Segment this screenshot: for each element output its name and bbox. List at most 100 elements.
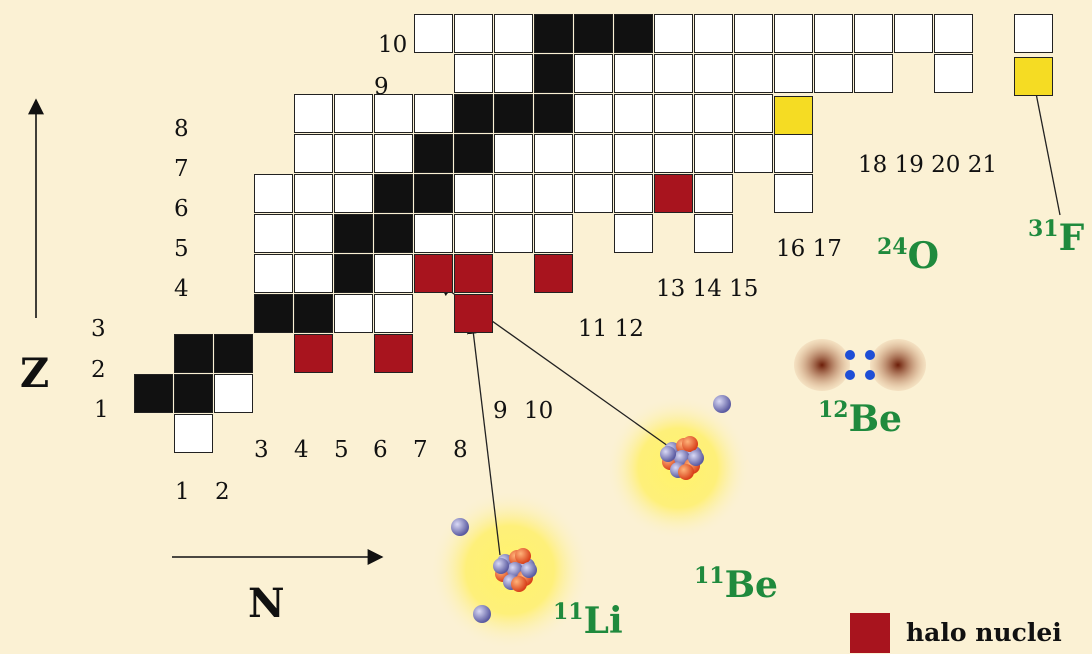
nuclide-cell-stable <box>534 94 573 133</box>
isotope-f31: 31F <box>1028 218 1084 256</box>
isotope-be12: 12Be <box>818 399 902 437</box>
nuclide-cell-unstable <box>854 14 893 53</box>
n-label-13-15: 13 14 15 <box>656 276 759 302</box>
be11-nucleus-nucleon <box>688 450 704 466</box>
legend-halo-label: halo nuclei <box>906 618 1062 647</box>
nuclide-cell-unstable <box>334 294 373 333</box>
nuclide-cell-unstable <box>294 214 333 253</box>
nuclide-cell-unstable <box>734 94 773 133</box>
nuclide-cell-unstable <box>614 94 653 133</box>
nuclide-cell-unstable <box>294 94 333 133</box>
li11-nucleus-nucleon <box>511 576 527 592</box>
be12-nucleon-dot <box>865 370 875 380</box>
n-label-11-12: 11 12 <box>578 316 644 342</box>
nuclide-cell-unstable <box>614 54 653 93</box>
nuclide-cell-unstable <box>214 374 253 413</box>
nuclide-cell-unstable <box>254 174 293 213</box>
be11-nucleus-nucleon <box>682 436 698 452</box>
li11-halo-neutron <box>473 605 491 623</box>
nuclide-cell-unstable <box>334 94 373 133</box>
z-label-4: 4 <box>174 276 189 302</box>
nuclide-cell-stable <box>254 294 293 333</box>
nuclide-cell-unstable <box>174 414 213 453</box>
nuclide-cell-unstable <box>494 134 533 173</box>
nuclide-cell-halo <box>454 254 493 293</box>
nuclide-cell-unstable <box>454 54 493 93</box>
n-label-5: 5 <box>334 437 349 463</box>
nuclide-cell-unstable <box>414 14 453 53</box>
nuclide-cell-unstable <box>454 214 493 253</box>
isotope-li11-mass: 11 <box>553 599 584 625</box>
nuclide-cell-unstable <box>574 174 613 213</box>
nuclide-cell-unstable <box>1014 14 1053 53</box>
nuclide-cell-unstable <box>694 214 733 253</box>
nuclide-cell-stable <box>334 254 373 293</box>
nuclide-cell-unstable <box>254 214 293 253</box>
nuclide-cell-unstable <box>694 174 733 213</box>
be12-lobe-left <box>794 339 850 391</box>
nuclide-cell-highlight <box>1014 57 1053 96</box>
nuclide-cell-stable <box>534 54 573 93</box>
nuclide-cell-unstable <box>334 134 373 173</box>
nuclide-cell-unstable <box>734 54 773 93</box>
n-label-18-21: 18 19 20 21 <box>858 152 997 178</box>
nuclide-cell-unstable <box>694 14 733 53</box>
n-label-6: 6 <box>373 437 388 463</box>
li11-nucleus-nucleon <box>493 558 509 574</box>
legend-halo-swatch <box>850 613 890 653</box>
nuclide-cell-unstable <box>814 14 853 53</box>
nuclide-cell-stable <box>374 174 413 213</box>
nuclide-cell-unstable <box>414 94 453 133</box>
nuclide-cell-unstable <box>774 54 813 93</box>
nuclide-cell-unstable <box>694 54 733 93</box>
li11-nucleus-nucleon <box>515 548 531 564</box>
z-label-1: 1 <box>94 397 109 423</box>
nuclide-cell-unstable <box>534 134 573 173</box>
n-label-7: 7 <box>413 437 428 463</box>
nuclide-cell-unstable <box>334 174 373 213</box>
nuclide-cell-unstable <box>574 54 613 93</box>
nuclide-cell-unstable <box>854 54 893 93</box>
z-label-8: 8 <box>174 116 189 142</box>
nuclide-cell-unstable <box>294 134 333 173</box>
nuclide-cell-unstable <box>614 134 653 173</box>
nuclide-cell-unstable <box>574 94 613 133</box>
nuclide-cell-unstable <box>374 254 413 293</box>
n-label-1: 1 <box>175 479 190 505</box>
nuclide-cell-unstable <box>494 54 533 93</box>
isotope-be11-symbol: Be <box>724 564 778 606</box>
nuclide-cell-unstable <box>774 134 813 173</box>
z-label-10: 10 <box>378 32 408 58</box>
nuclide-cell-stable <box>374 214 413 253</box>
n-label-16-17: 16 17 <box>776 236 842 262</box>
nuclide-cell-unstable <box>254 254 293 293</box>
nuclide-cell-unstable <box>494 174 533 213</box>
nuclide-cell-unstable <box>374 134 413 173</box>
isotope-li11: 11Li <box>553 601 623 639</box>
nuclide-cell-unstable <box>294 174 333 213</box>
nuclide-cell-stable <box>494 94 533 133</box>
li11-pointer-line <box>466 320 501 556</box>
nuclide-cell-stable <box>334 214 373 253</box>
nuclide-cell-unstable <box>774 174 813 213</box>
nuclide-cell-unstable <box>814 54 853 93</box>
z-label-2: 2 <box>91 357 106 383</box>
nuclide-cell-stable <box>454 134 493 173</box>
nuclide-cell-unstable <box>534 174 573 213</box>
nuclide-cell-unstable <box>934 54 973 93</box>
nuclide-cell-stable <box>174 334 213 373</box>
z-label-5: 5 <box>174 236 189 262</box>
nuclide-cell-unstable <box>614 214 653 253</box>
isotope-o24: 24O <box>877 236 939 274</box>
nuclide-cell-halo <box>414 254 453 293</box>
n-label-3: 3 <box>254 437 269 463</box>
be12-nucleon-dot <box>845 370 855 380</box>
li11-nucleus-nucleon <box>521 562 537 578</box>
nuclide-cell-unstable <box>534 214 573 253</box>
isotope-f31-mass: 31 <box>1028 216 1059 242</box>
nuclide-cell-stable <box>134 374 173 413</box>
nuclide-cell-unstable <box>454 174 493 213</box>
nuclide-cell-unstable <box>694 134 733 173</box>
nuclide-cell-stable <box>534 14 573 53</box>
z-label-7: 7 <box>174 156 189 182</box>
